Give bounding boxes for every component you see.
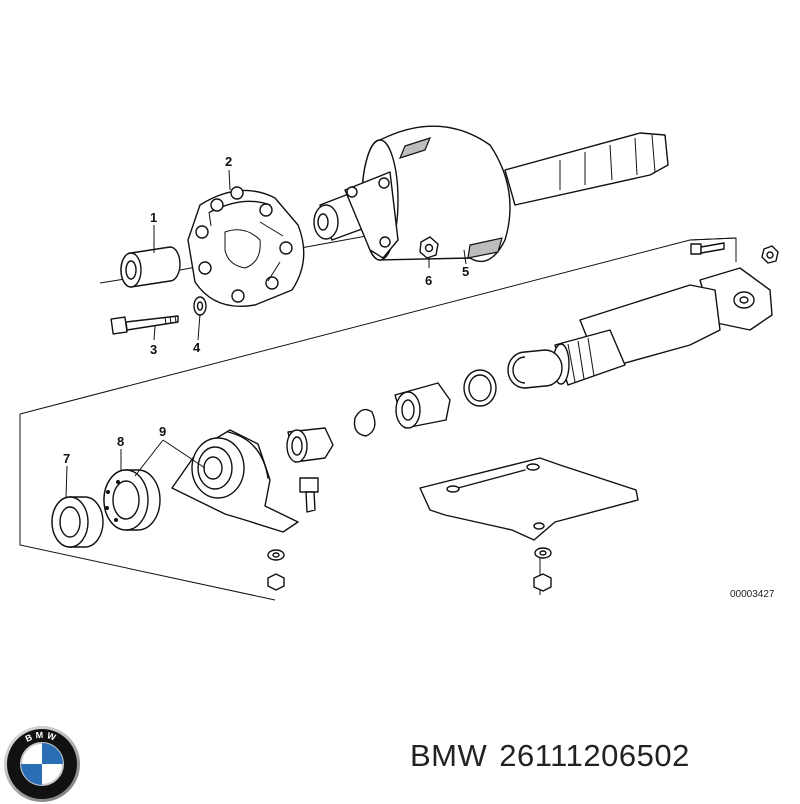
- brand-name: BMW: [410, 738, 488, 773]
- callout-5: 5: [462, 264, 469, 279]
- part-number: 26111206502: [499, 738, 690, 773]
- callout-1: 1: [150, 210, 157, 225]
- part-fasteners-bottom: [267, 547, 552, 592]
- part-seal-and-bearing: [51, 469, 161, 548]
- part-bolt: [110, 315, 179, 335]
- drawing-code: 00003427: [730, 589, 775, 600]
- callout-4: 4: [193, 340, 201, 355]
- callout-3: 3: [150, 342, 157, 357]
- callout-leaders: [65, 169, 467, 498]
- logo-letter-b: B: [24, 731, 37, 744]
- part-bearing-bracket: [171, 429, 319, 533]
- part-yoke-drum: [313, 125, 669, 263]
- part-washer: [193, 296, 207, 316]
- callout-9: 9: [159, 424, 166, 439]
- logo-letter-w: W: [46, 730, 60, 743]
- part-rings-row: [286, 349, 563, 463]
- logo-letter-m: M: [36, 730, 47, 740]
- callout-6: 6: [425, 273, 432, 288]
- callout-labels: 1 2 3 4 5 6 7 8 9: [63, 154, 469, 466]
- bmw-logo: BMW: [4, 726, 80, 802]
- callout-8: 8: [117, 434, 124, 449]
- part-sleeve: [120, 246, 181, 288]
- callout-2: 2: [225, 154, 232, 169]
- assembly-outline: [19, 234, 737, 601]
- part-joint-assembly: [552, 242, 779, 386]
- svg-text:BMW: BMW: [24, 730, 60, 744]
- part-shield-plate: [419, 457, 639, 541]
- part-nut: [419, 236, 439, 259]
- part-flex-disc: [187, 186, 305, 307]
- part-caption: BMW 26111206502: [410, 738, 690, 774]
- callout-7: 7: [63, 451, 70, 466]
